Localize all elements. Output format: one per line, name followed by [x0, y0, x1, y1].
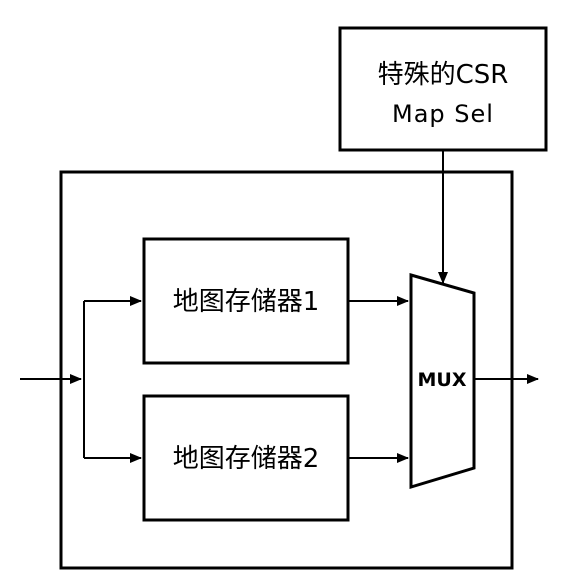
map-memory-1-block: 地图存储器1 — [142, 237, 350, 365]
csr-label-line2: Map Sel — [392, 100, 494, 128]
csr-map-sel-block: 特殊的CSR Map Sel — [338, 26, 548, 152]
mux-shape — [409, 273, 476, 490]
csr-label-line1: 特殊的CSR — [378, 60, 509, 90]
mux-block: MUX — [409, 273, 476, 490]
csr-map-sel-box — [338, 26, 548, 152]
mux-label: MUX — [418, 369, 467, 391]
map-memory-1-label: 地图存储器1 — [173, 287, 320, 317]
map-memory-2-block: 地图存储器2 — [142, 394, 350, 522]
map-memory-2-label: 地图存储器2 — [173, 444, 320, 474]
map-memory-1-box — [142, 237, 350, 365]
